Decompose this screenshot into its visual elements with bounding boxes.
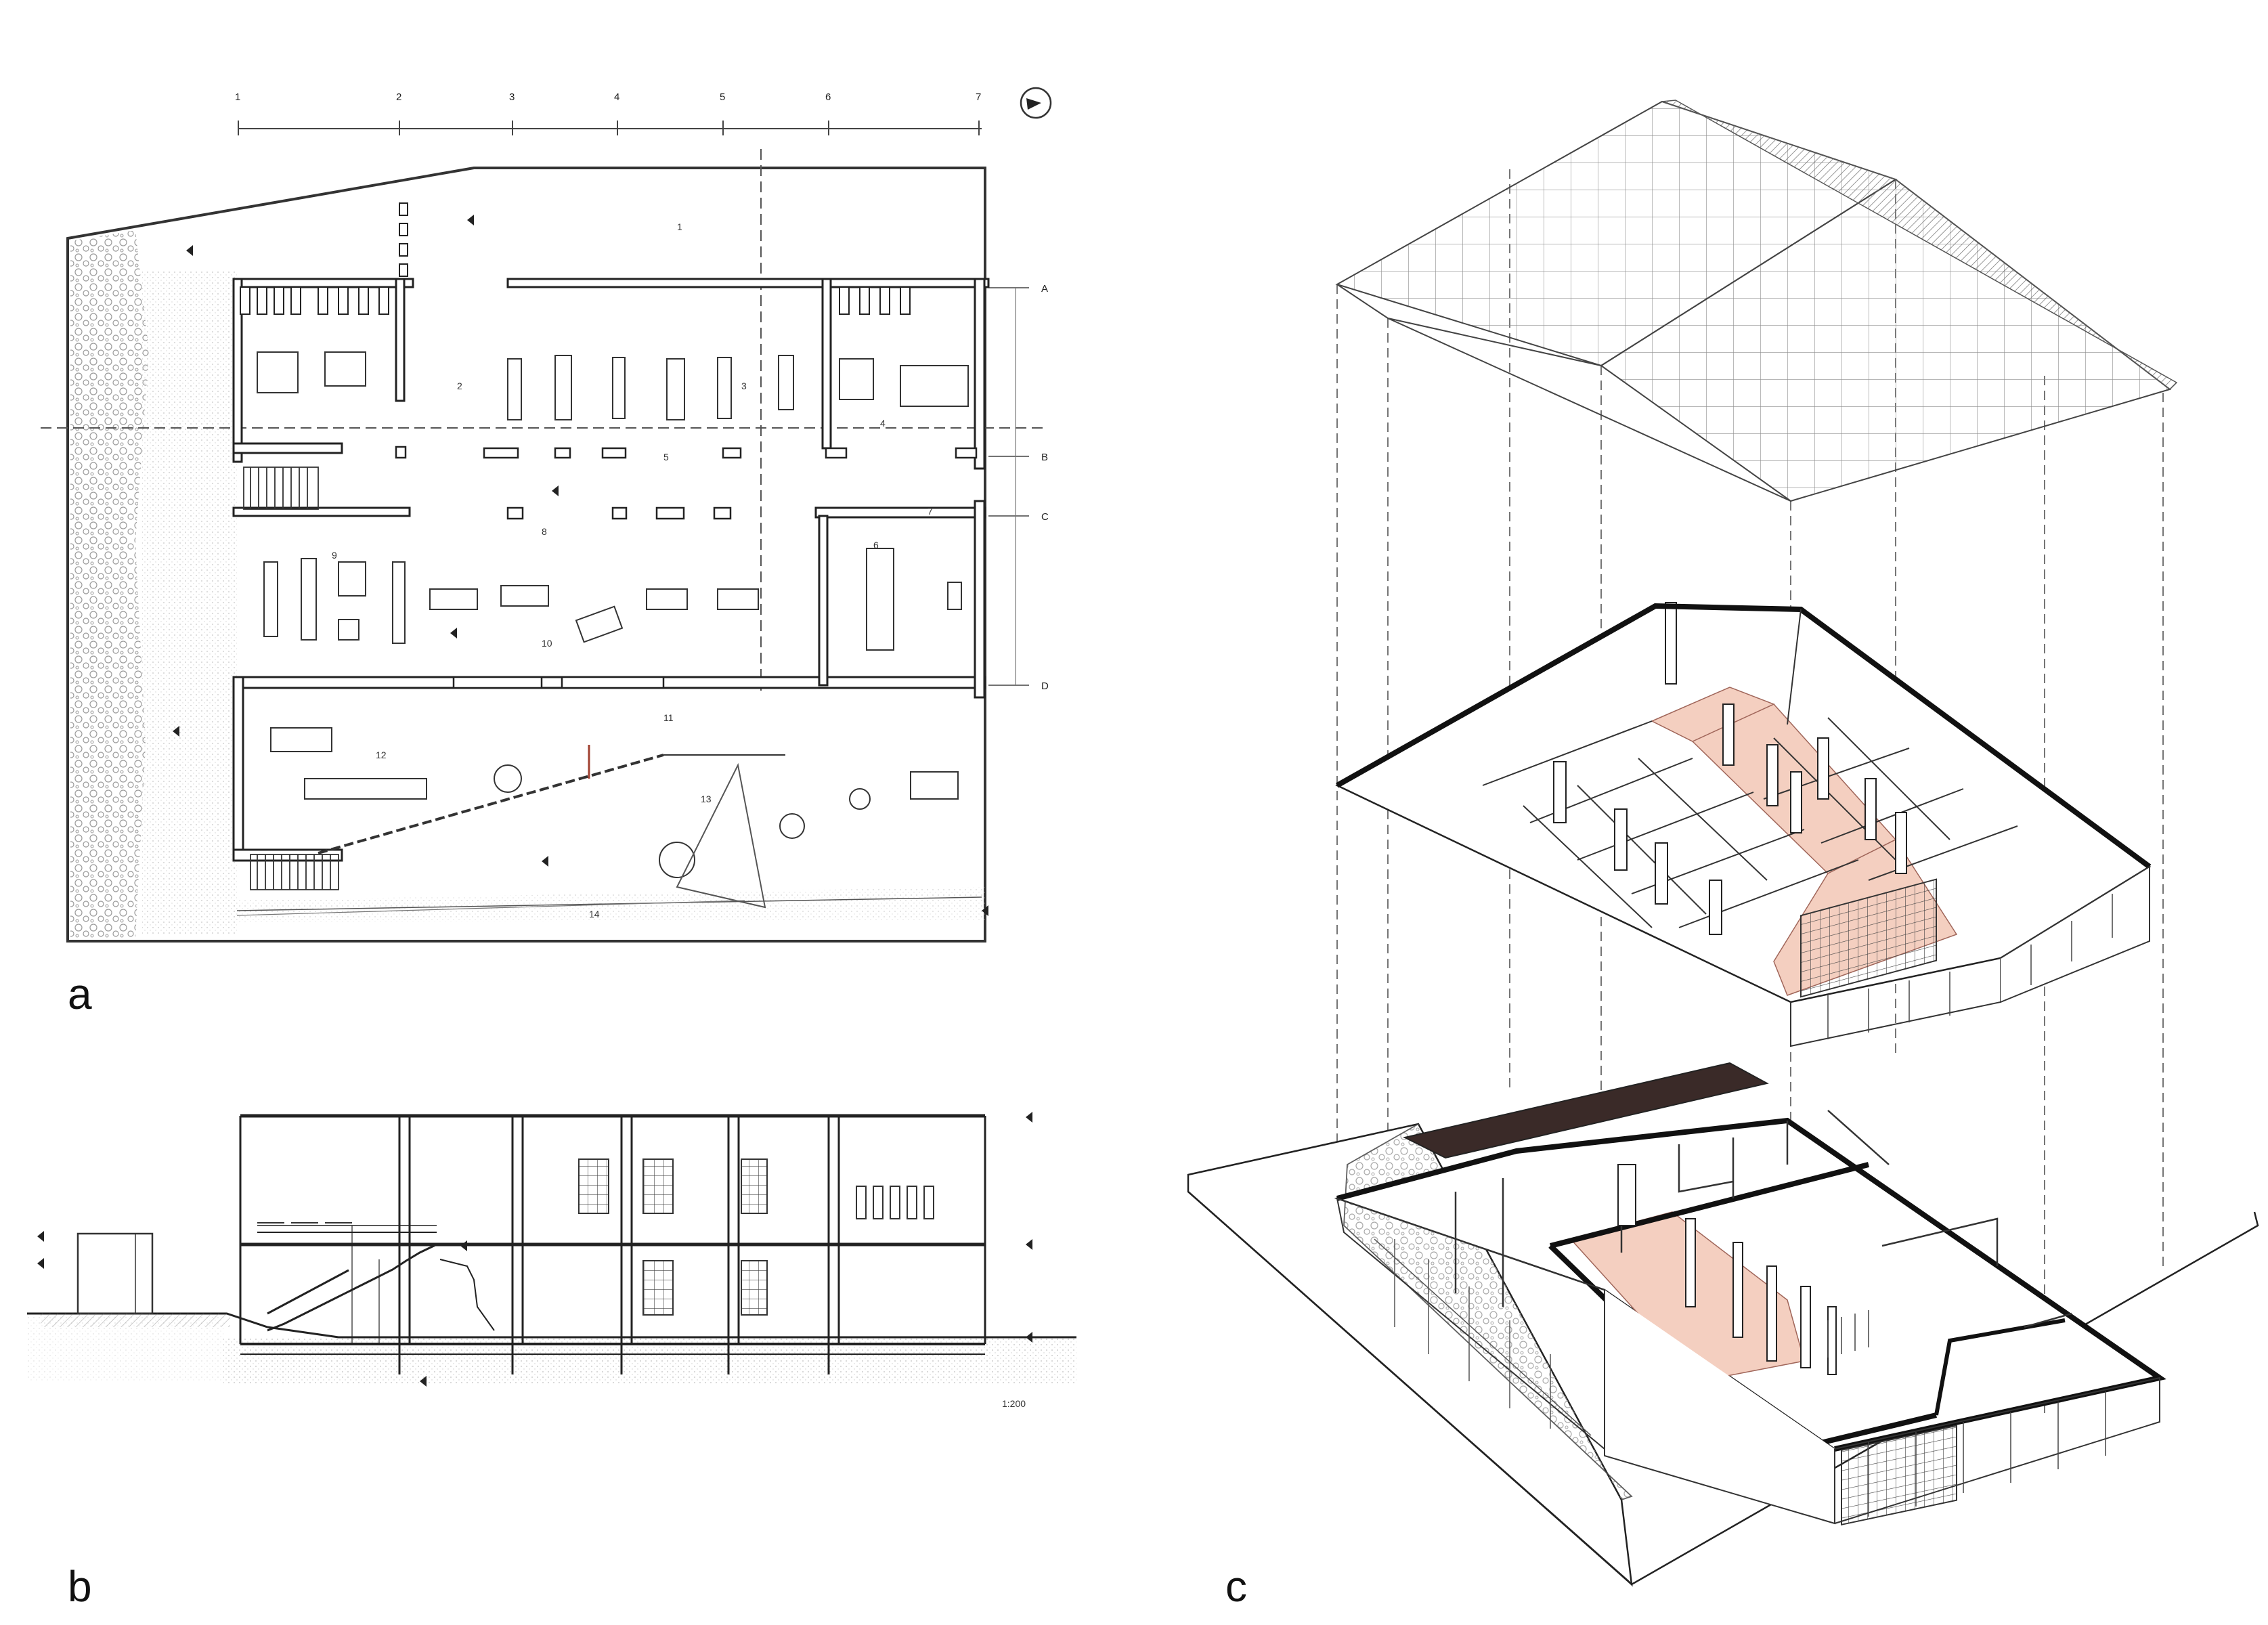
roof-hatched-edge [1661, 100, 2178, 390]
room-number-label: 10 [542, 638, 552, 649]
row-axis-label: C [1041, 511, 1049, 523]
plan-walls [232, 278, 990, 862]
row-axis-label: B [1041, 452, 1048, 463]
section-columns [398, 1116, 840, 1374]
column-axis-label: 7 [976, 91, 981, 103]
column-axis-labels: 1 2 3 4 5 6 7 [235, 91, 981, 103]
plan-dotted-ground [142, 271, 237, 934]
panel-label-c: c [1225, 1562, 1247, 1611]
building-section: 1:200 [27, 1112, 1076, 1409]
level-marker-icon [37, 1112, 1032, 1387]
column-axis-label: 5 [720, 91, 725, 103]
column-axis-label: 2 [396, 91, 401, 103]
plan-columns [395, 446, 978, 689]
plan-dimension-line [238, 121, 982, 135]
axon-roof [1335, 100, 2178, 502]
room-number-label: 1 [677, 221, 682, 232]
room-number-label: 9 [332, 550, 337, 561]
room-number-label: 6 [873, 540, 879, 550]
plan-furniture [257, 351, 969, 878]
section-scale-label: 1:200 [1002, 1398, 1026, 1409]
column-axis-label: 3 [509, 91, 515, 103]
panel-label-b: b [68, 1562, 92, 1611]
axon-upper-floor [1335, 602, 2152, 1047]
plan-stair [243, 467, 339, 890]
row-axis-label: A [1041, 283, 1048, 295]
room-number-label: 7 [928, 506, 933, 517]
room-number-label: 3 [741, 381, 747, 391]
room-number-label: 11 [663, 712, 674, 723]
panel-label-a: a [68, 970, 92, 1018]
column-axis-label: 6 [825, 91, 831, 103]
room-number-label: 2 [457, 381, 462, 391]
level-marker-icon [173, 215, 988, 916]
room-number-label: 4 [880, 418, 886, 429]
room-number-label: 12 [376, 750, 387, 760]
column-axis-label: 1 [235, 91, 240, 103]
axon-ground-floor [1187, 1062, 2259, 1587]
room-number-label: 8 [542, 526, 547, 537]
section-windows [578, 1158, 934, 1316]
room-number-label: 5 [663, 452, 669, 462]
row-axis-labels: A B C D [1041, 283, 1049, 692]
room-number-label: 13 [701, 794, 712, 804]
exploded-axonometric [1187, 100, 2259, 1587]
plan-cabinets [240, 202, 911, 315]
section-stair [257, 1225, 495, 1344]
dark-canopy [1403, 1062, 1769, 1159]
section-shed [77, 1232, 154, 1315]
north-arrow-icon [1020, 87, 1052, 119]
room-number-label: 14 [589, 909, 600, 919]
column-axis-label: 4 [614, 91, 619, 103]
row-axis-label: D [1041, 680, 1049, 692]
section-frame [239, 1114, 986, 1355]
plan-terrain [70, 230, 149, 938]
